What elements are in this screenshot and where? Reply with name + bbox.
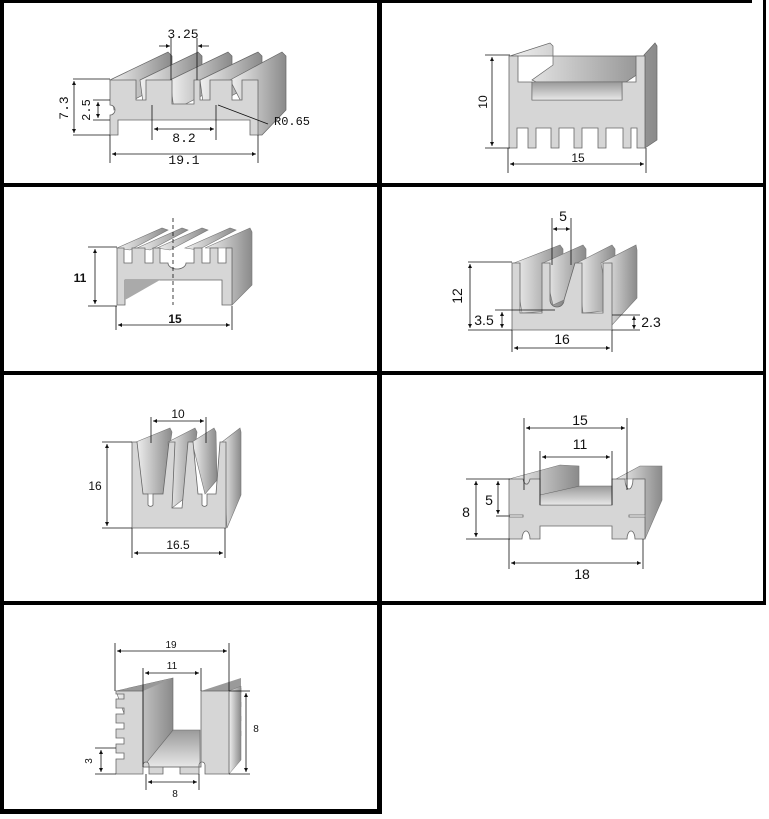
profile-3-face [116, 247, 233, 306]
profile-5-drawing: 10 16 16.5 [88, 407, 242, 558]
profile-7-drawing: 19 11 8 3 8 [84, 640, 259, 800]
dim-label: 19.1 [168, 153, 199, 168]
profile-5-face [131, 441, 227, 529]
profile-7-face [115, 690, 230, 775]
profile-6-drawing: 15 11 8 5 18 [462, 412, 663, 582]
dim-label: 5 [485, 492, 493, 508]
dim-label: 10 [171, 407, 185, 421]
dim-label: 16 [88, 479, 102, 493]
dim-label: 19 [165, 640, 177, 651]
dim-label: 8 [462, 504, 470, 520]
dim-label: 7.3 [57, 96, 72, 119]
dim-label: 18 [574, 566, 590, 582]
dim-label: 11 [74, 271, 87, 285]
dim-label: 11 [167, 661, 178, 672]
dim-label: 2.3 [641, 314, 661, 330]
dim-label: 3 [84, 758, 95, 764]
profile-6-face [508, 478, 646, 540]
profile-3-drawing: 11 15 [74, 218, 253, 330]
dim-label: 12 [449, 288, 465, 304]
dim-label: 15 [572, 412, 588, 428]
profile-4-drawing: 5 12 3.5 2.3 16 [449, 208, 661, 352]
dim-label: 8.2 [172, 131, 195, 146]
dim-label: 3.25 [167, 27, 198, 42]
dim-label: 8 [172, 789, 178, 800]
dim-label: R0.65 [274, 115, 310, 129]
dim-label: 11 [573, 436, 588, 452]
profile-1-drawing: 3.25 8.2 19.1 R0.65 7.3 2.5 [57, 27, 310, 168]
profile-4-face [511, 262, 613, 331]
dim-label: 8 [253, 724, 259, 735]
dim-label: 3.5 [474, 312, 494, 328]
dim-label: 16.5 [166, 538, 190, 552]
dim-label: 10 [476, 95, 490, 109]
dim-label: 5 [559, 208, 567, 224]
dim-label: 15 [571, 151, 585, 165]
dim-label: 2.5 [80, 99, 94, 121]
dim-label: 15 [168, 312, 182, 326]
dim-label: 16 [554, 331, 570, 347]
profile-2-drawing: 15 10 [476, 42, 658, 173]
